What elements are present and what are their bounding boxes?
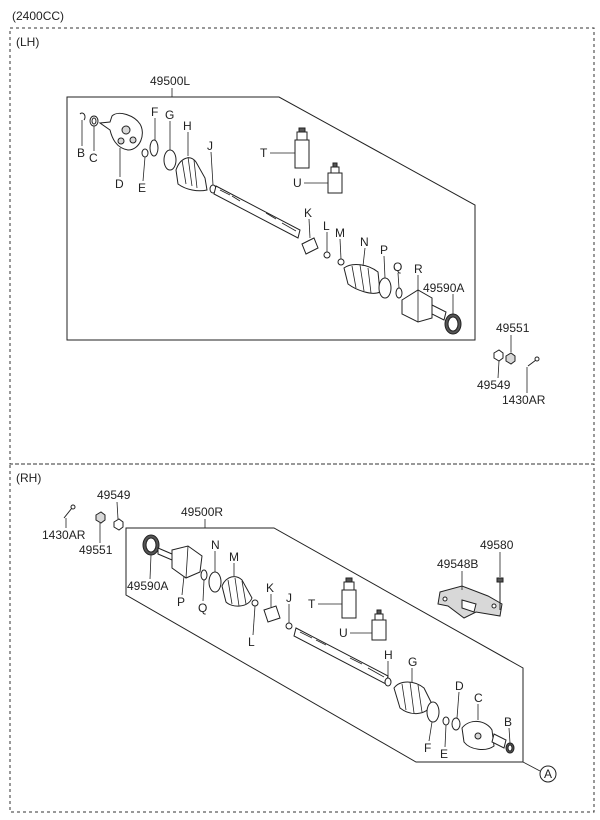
rh-label-d: D (455, 679, 464, 693)
lh-label-49551: 49551 (496, 321, 530, 335)
rh-label-t: T (308, 597, 316, 611)
rh-section-frame (9, 463, 595, 813)
lh-label-n: N (360, 235, 369, 249)
lh-label-g: G (165, 108, 174, 122)
lh-parts-drawing (79, 112, 462, 335)
lh-loose-hardware (493, 349, 540, 367)
rh-label-49549: 49549 (97, 488, 131, 502)
rh-label-u: U (339, 626, 348, 640)
lh-label-q: Q (393, 260, 402, 274)
rh-bracket (437, 577, 504, 619)
rh-side-label: (RH) (16, 471, 41, 485)
lh-assembly-frame (66, 96, 476, 341)
rh-label-p: P (177, 595, 185, 609)
lh-label-49590a: 49590A (423, 281, 464, 295)
reference-circle-a (539, 765, 557, 783)
lh-label-49549: 49549 (477, 378, 511, 392)
lh-label-t: T (260, 146, 268, 160)
rh-label-49580: 49580 (480, 538, 514, 552)
rh-label-n: N (211, 538, 220, 552)
lh-label-h: H (183, 119, 192, 133)
lh-label-d: D (115, 177, 124, 191)
lh-assembly-label: 49500L (150, 74, 190, 88)
lh-label-k: K (304, 206, 312, 220)
rh-label-f: F (424, 741, 431, 755)
lh-label-b: B (77, 146, 85, 160)
engine-label: (2400CC) (12, 9, 64, 23)
rh-label-c: C (474, 691, 483, 705)
rh-label-49590a: 49590A (127, 579, 168, 593)
lh-label-1430ar: 1430AR (502, 393, 546, 407)
lh-side-label: (LH) (16, 35, 39, 49)
rh-label-b: B (504, 715, 512, 729)
lh-label-l: L (323, 219, 330, 233)
lh-label-e: E (138, 181, 146, 195)
reference-label-a: A (544, 767, 552, 781)
lh-label-u: U (293, 176, 302, 190)
rh-label-g: G (408, 655, 417, 669)
rh-label-l: L (248, 635, 255, 649)
lh-label-r: R (414, 262, 423, 276)
rh-label-49551: 49551 (79, 543, 113, 557)
lh-label-m: M (335, 226, 345, 240)
lh-label-j: J (207, 139, 213, 153)
lh-label-f: F (151, 105, 158, 119)
rh-label-q: Q (198, 601, 207, 615)
lh-label-c: C (89, 151, 98, 165)
rh-label-j: J (286, 591, 292, 605)
rh-label-49548b: 49548B (437, 557, 478, 571)
rh-loose-hardware (63, 504, 124, 531)
rh-parts-drawing (142, 534, 515, 754)
rh-label-1430ar: 1430AR (42, 528, 86, 542)
lh-label-p: P (380, 243, 388, 257)
rh-label-m: M (229, 550, 239, 564)
rh-label-e: E (440, 747, 448, 761)
rh-label-k: K (266, 581, 274, 595)
rh-label-h: H (384, 648, 393, 662)
rh-assembly-label: 49500R (181, 505, 223, 519)
